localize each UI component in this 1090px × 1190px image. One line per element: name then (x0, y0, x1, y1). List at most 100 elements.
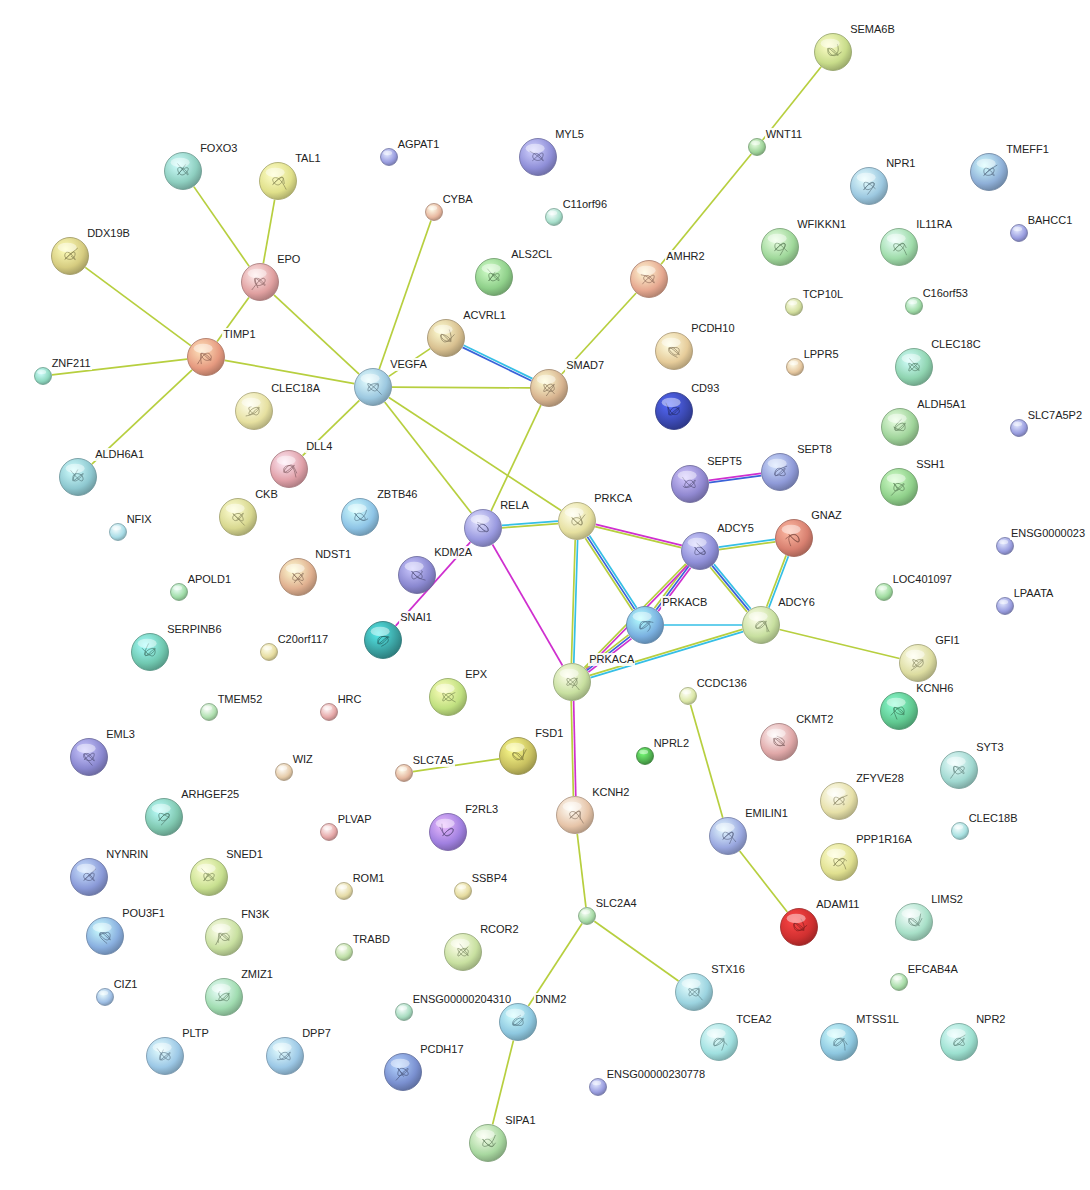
node-disc (261, 644, 278, 661)
gloss-highlight (977, 159, 996, 169)
node-circle (940, 1023, 978, 1061)
structure-sketch (756, 621, 770, 632)
node-label: C20orf117 (277, 633, 330, 646)
node-label: HRC (337, 693, 363, 706)
node-circle (785, 298, 803, 316)
node-disc (971, 154, 1008, 191)
protein-node: CLEC18A (235, 392, 273, 430)
protein-node: VEGFA (354, 368, 392, 406)
node-circle (241, 263, 279, 301)
edge-strand (562, 293, 636, 374)
gloss-highlight (278, 766, 287, 771)
gloss-highlight (716, 823, 735, 833)
node-circle (905, 297, 923, 315)
node-label: ARHGEF25 (180, 788, 240, 801)
node-circle (499, 737, 537, 775)
node-disc (941, 1024, 978, 1061)
edge-strand (664, 624, 742, 626)
structure-sketch (723, 832, 736, 844)
node-circle (164, 152, 202, 190)
node-disc (385, 1054, 422, 1091)
edge-strand (571, 540, 575, 663)
node-disc (1011, 225, 1028, 242)
node-label: STX16 (710, 963, 746, 976)
interaction-edge (502, 521, 558, 528)
node-disc (500, 1004, 537, 1041)
gloss-highlight (682, 690, 691, 695)
node-circle (275, 763, 293, 781)
structure-sketch (834, 1038, 848, 1050)
gloss-highlight (153, 1043, 172, 1053)
node-circle (700, 1023, 738, 1061)
node-label: CKB (254, 488, 279, 501)
gloss-highlight (908, 300, 917, 305)
node-label: LIMS2 (930, 893, 964, 906)
gloss-highlight (286, 564, 305, 574)
protein-node: DDX19B (51, 237, 89, 275)
node-circle (219, 498, 257, 536)
edge-strand (491, 405, 541, 511)
gloss-highlight (682, 979, 701, 989)
node-disc (71, 859, 108, 896)
protein-node: EML3 (70, 738, 108, 776)
node-label: NFIX (126, 513, 153, 526)
protein-node: POU3F1 (86, 917, 124, 955)
node-disc (590, 1079, 607, 1096)
node-circle (553, 663, 591, 701)
node-circle (786, 358, 804, 376)
node-disc (952, 823, 969, 840)
node-label: SNED1 (225, 848, 264, 861)
gloss-highlight (902, 354, 921, 364)
edge-strand (740, 851, 788, 912)
gloss-highlight (506, 743, 525, 753)
node-disc (60, 459, 97, 496)
node-disc (396, 765, 413, 782)
gloss-highlight (428, 206, 437, 211)
gloss-highlight (887, 234, 906, 244)
node-disc (110, 524, 127, 541)
node-label: TMEFF1 (1005, 143, 1050, 156)
edge-strand (85, 267, 190, 345)
node-circle (429, 678, 467, 716)
gloss-highlight (138, 639, 157, 649)
gloss-highlight (887, 474, 906, 484)
node-circle (425, 203, 443, 221)
protein-node: WIZ (275, 763, 293, 781)
protein-node: ENSG00000230778 (589, 1078, 607, 1096)
protein-node: SEPT8 (761, 453, 799, 491)
structure-sketch (396, 1068, 408, 1080)
node-label: BAHCC1 (1027, 214, 1074, 227)
node-disc (627, 607, 664, 644)
node-label: RELA (499, 499, 530, 512)
structure-sketch (368, 383, 382, 394)
node-label: GFI1 (934, 634, 960, 647)
node-circle (475, 258, 513, 296)
node-disc (776, 520, 813, 557)
node-circle (881, 408, 919, 446)
edge-strand (379, 220, 431, 369)
node-disc (781, 909, 818, 946)
gloss-highlight (707, 1029, 726, 1039)
node-circle (880, 468, 918, 506)
protein-node: ALS2CL (475, 258, 513, 296)
node-circle (187, 338, 225, 376)
node-label: CD93 (690, 382, 720, 395)
node-label: MTSS1L (855, 1013, 900, 1026)
protein-node: LIMS2 (895, 903, 933, 941)
edge-strand (595, 527, 681, 548)
node-label: PCDH17 (419, 1043, 464, 1056)
node-label: ALS2CL (510, 248, 553, 261)
gloss-highlight (371, 627, 390, 637)
edge-strand (225, 360, 355, 383)
node-label: ADCY6 (777, 596, 816, 609)
node-disc (355, 369, 392, 406)
node-circle (469, 1124, 507, 1162)
node-label: NPR1 (885, 157, 916, 170)
edge-strand (493, 544, 563, 665)
protein-node: APOLD1 (170, 583, 188, 601)
node-circle (996, 597, 1014, 615)
edge-strand (710, 567, 747, 612)
gloss-highlight (338, 885, 347, 890)
node-circle (761, 228, 799, 266)
